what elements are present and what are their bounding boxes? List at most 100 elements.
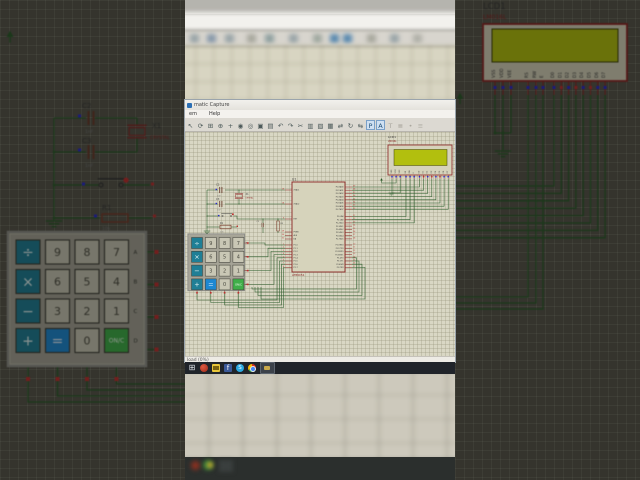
- push-button[interactable]: [118, 182, 124, 188]
- blurred-toolbar-blob: [289, 34, 298, 43]
- keypad-button-9[interactable]: [205, 237, 217, 249]
- wire: [455, 95, 562, 195]
- push-button[interactable]: [230, 215, 232, 217]
- property-icon[interactable]: ≡: [417, 121, 424, 130]
- pin-marker: [78, 148, 81, 152]
- push-button[interactable]: [221, 215, 224, 217]
- schematic-drawing: C21nFC31nFX1CRYSTALR110kC1R2U1AT89C5119X…: [187, 135, 453, 308]
- active-window-icon[interactable]: [260, 362, 275, 374]
- mcu-pin-number: 10: [353, 244, 356, 246]
- mcu-pin-label: P2.3/A11: [336, 225, 344, 228]
- redraw-icon[interactable]: ⟳: [197, 121, 204, 130]
- keypad-button-×[interactable]: [191, 251, 203, 263]
- mcu-pin-number: 39: [353, 186, 356, 188]
- menu-item-help[interactable]: Help: [208, 111, 221, 117]
- chrome-icon[interactable]: [248, 364, 256, 372]
- bus-icon[interactable]: ≣: [397, 121, 404, 130]
- facebook-icon[interactable]: f: [224, 364, 232, 372]
- keypad-button-8: [74, 239, 100, 265]
- crystal[interactable]: [128, 127, 146, 136]
- pin-marker: [574, 86, 578, 89]
- pin-marker: [541, 86, 545, 89]
- keypad-button-ON/C: [103, 327, 130, 354]
- keypad-key-label: 3: [209, 268, 212, 274]
- wire-label-icon[interactable]: A: [376, 119, 385, 130]
- part-value: 10k: [102, 226, 111, 232]
- undo-icon[interactable]: ↶: [277, 121, 284, 130]
- selection-mode-icon[interactable]: ↖: [187, 121, 194, 130]
- messenger-icon[interactable]: S: [236, 364, 244, 372]
- origin-icon[interactable]: ⊕: [217, 121, 224, 130]
- keypad-row-label: D: [134, 339, 138, 345]
- keypad-button-−[interactable]: [191, 264, 203, 277]
- browser-red-icon[interactable]: [200, 364, 208, 372]
- pan-icon[interactable]: +: [227, 121, 234, 130]
- keypad-key-label: 2: [223, 268, 226, 274]
- part-value: 1nF: [217, 196, 222, 198]
- menu-item-system[interactable]: em: [189, 111, 197, 117]
- resistor[interactable]: [276, 220, 280, 232]
- junction-icon[interactable]: •: [408, 121, 413, 130]
- cut-icon[interactable]: ✂: [297, 121, 304, 130]
- junction-dot: [206, 203, 208, 205]
- window-titlebar[interactable]: matic Capture: [185, 100, 455, 110]
- blurred-toolbar-blob: [330, 34, 339, 43]
- wire: [254, 260, 360, 293]
- keypad-button-=[interactable]: [205, 278, 217, 291]
- push-button[interactable]: [98, 182, 104, 188]
- keypad-button-6[interactable]: [205, 251, 217, 263]
- keypad-button-0[interactable]: [218, 278, 231, 291]
- zoom-in-icon[interactable]: ◉: [237, 121, 244, 130]
- lcd-pin-label: D0: [419, 170, 421, 174]
- keypad-button-2[interactable]: [218, 264, 231, 277]
- block-move-icon[interactable]: ⇄: [337, 121, 344, 130]
- zoom-area-icon[interactable]: ▤: [267, 121, 274, 130]
- resistor[interactable]: [219, 224, 232, 230]
- block-rotate-icon[interactable]: ↻: [347, 121, 354, 130]
- mcu-pin-label: XTAL2: [294, 203, 301, 206]
- keypad-button-ON/C[interactable]: [232, 278, 245, 291]
- zoom-all-icon[interactable]: ▣: [257, 121, 264, 130]
- wire: [352, 179, 441, 204]
- grid-toggle-icon[interactable]: ⊞: [207, 121, 214, 130]
- keypad-button-8[interactable]: [218, 237, 231, 249]
- taskbar: ⊞ f S: [185, 362, 455, 374]
- keypad-button-7[interactable]: [232, 237, 245, 249]
- pin-marker: [567, 86, 571, 89]
- start-icon[interactable]: ⊞: [188, 363, 196, 372]
- pin-marker: [151, 182, 154, 186]
- pin-marker: [223, 292, 226, 294]
- copy-icon[interactable]: ▥: [307, 121, 314, 130]
- mcu-pin-label: RST: [294, 219, 299, 221]
- block-flip-icon[interactable]: ⇆: [357, 121, 364, 130]
- mcu-pin-number: 2: [283, 247, 284, 249]
- mcu-chip[interactable]: [291, 181, 346, 273]
- junction-dot: [52, 216, 56, 220]
- keypad-button-4[interactable]: [232, 251, 245, 263]
- junction-dot: [238, 189, 240, 191]
- mcu-pin-number: 16: [353, 263, 356, 265]
- text-script-icon[interactable]: T: [388, 121, 393, 130]
- keypad-button-+[interactable]: [191, 278, 203, 291]
- resistor[interactable]: [101, 213, 129, 223]
- mcu-pin-label: P1.7: [294, 267, 299, 269]
- keypad-key-label: 4: [237, 255, 240, 261]
- block-copy-icon[interactable]: ▦: [327, 121, 334, 130]
- keypad-button-3[interactable]: [205, 264, 217, 277]
- zoom-out-icon[interactable]: ◎: [247, 121, 254, 130]
- lcd-pin-label: D1: [557, 72, 563, 78]
- mcu-pin-number: 3: [283, 250, 284, 252]
- redo-icon[interactable]: ↷: [287, 121, 294, 130]
- keypad-button-1[interactable]: [232, 264, 245, 277]
- mcu-pin-number: 11: [353, 247, 355, 249]
- wire: [210, 260, 285, 303]
- wire: [86, 381, 185, 391]
- keypad-key-label: 0: [84, 334, 91, 347]
- crystal[interactable]: [235, 194, 243, 198]
- pick-device-icon[interactable]: P: [366, 119, 375, 130]
- paste-icon[interactable]: ▧: [317, 121, 324, 130]
- keypad-button-5[interactable]: [218, 251, 231, 263]
- keypad-button-÷[interactable]: [191, 237, 203, 249]
- mail-icon[interactable]: [212, 364, 220, 372]
